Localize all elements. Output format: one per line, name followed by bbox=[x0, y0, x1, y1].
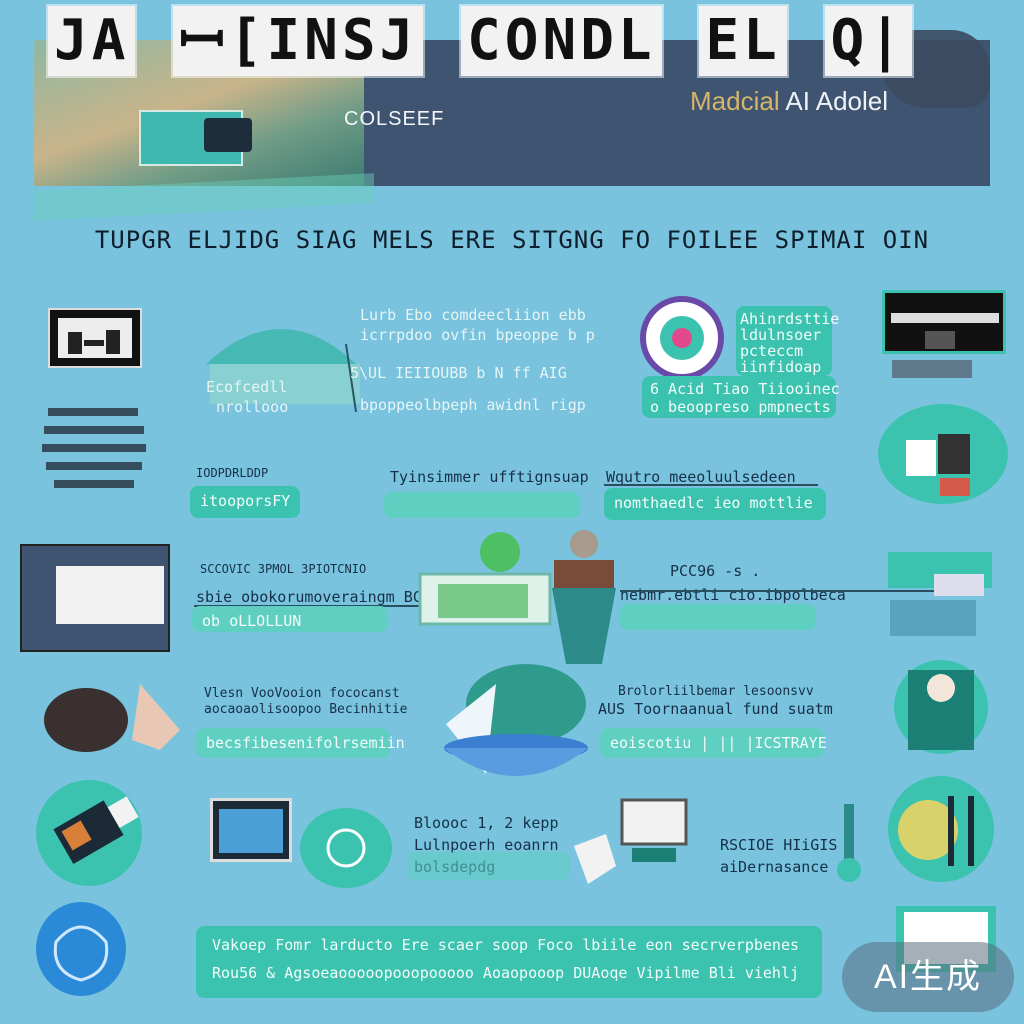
row4-left-line2: aocaoaolisoopoo Becinhitie bbox=[204, 702, 408, 717]
footer-pill bbox=[196, 926, 822, 998]
block1-line1: Lurb Ebo comdeecliion ebb bbox=[360, 306, 586, 324]
tent-illustration bbox=[196, 294, 366, 414]
row4-right-line2: AUS Toornaanual fund suatm bbox=[598, 700, 833, 718]
block2-pill bbox=[736, 306, 832, 376]
row2-right-line: Wqutro meeoluulsedeen bbox=[606, 468, 796, 486]
banner-subtitle: COLSEEF bbox=[344, 108, 445, 130]
banner-title-part: JA bbox=[48, 6, 136, 76]
device-base bbox=[892, 360, 972, 378]
footer-line2: Rou56 & Agsoeaooooopooopooooo Aoaopooop … bbox=[212, 964, 799, 982]
banner-right-rest: AI Adolel bbox=[779, 86, 889, 116]
row3-rule-right bbox=[620, 590, 980, 592]
block2-line2: ldulnsoer bbox=[740, 326, 822, 344]
leaf-ornament-icon bbox=[888, 776, 994, 882]
block2-bottom-line2: o beoopreso pmpnects bbox=[650, 398, 831, 416]
row5-mid-pill bbox=[408, 852, 570, 880]
device-panel-icon bbox=[882, 290, 1006, 354]
gears-icon bbox=[300, 808, 392, 888]
screen-monitor-icon bbox=[20, 544, 170, 652]
block2-line1: Ahinrdsttie bbox=[740, 310, 840, 328]
banner-title-part: Q| bbox=[824, 6, 912, 76]
banner-right-text: Madcial AI Adolel bbox=[690, 86, 888, 117]
block2-bottom-pill bbox=[642, 376, 836, 418]
block2-bottom-line1: 6 Acid Tiao Tiiooinec bbox=[650, 380, 840, 398]
block1-left-label2: nrollooo bbox=[216, 398, 289, 416]
block2-line4: iinfidoap bbox=[740, 358, 822, 376]
row2-left-pill: itooporsFY bbox=[190, 486, 300, 518]
banner-title-part: ꟷ[INSJ bbox=[173, 6, 424, 76]
server-rack-icon bbox=[888, 552, 992, 638]
usb-drive-icon bbox=[36, 780, 142, 886]
row3-left-line: sbie obokorumoveraingm BC bbox=[196, 588, 422, 606]
badge-icon bbox=[640, 296, 724, 380]
row2-left-small: IODPDRLDDP bbox=[196, 466, 269, 480]
bag-image bbox=[204, 118, 252, 152]
block1-left-label1: Ecofcedll bbox=[206, 378, 288, 396]
row5-mid-line1: Bloooc 1, 2 kepp bbox=[414, 814, 559, 832]
person-figure bbox=[548, 524, 620, 674]
banner-title-part: CONDL bbox=[461, 6, 662, 76]
computer-icon bbox=[612, 794, 696, 870]
row3-left-small: SCCOVIC 3PMOL 3PIOTCNIO bbox=[200, 562, 367, 576]
row2-right-pill: nomthaedlc ieo mottlie bbox=[604, 488, 826, 520]
row2-rule bbox=[604, 484, 818, 486]
tools-icon bbox=[822, 794, 878, 890]
brain-network-icon bbox=[36, 902, 126, 996]
window-screen-icon bbox=[210, 798, 292, 862]
block1-line2: icrrpdoo ovfin bpeoppe b p bbox=[360, 326, 595, 344]
film-frame-icon bbox=[48, 308, 142, 368]
block1-line4: bpoppeolbpeph awidnl rigp bbox=[360, 396, 586, 414]
row4-left-pill: becsfibesenifolrsemiin bbox=[196, 728, 405, 758]
subheading: TUPGR ELJIDG SIAG MELS ERE SITGNG FO FOI… bbox=[94, 226, 930, 254]
water-bowl-illustration bbox=[416, 664, 590, 796]
circuit-board-icon bbox=[878, 404, 1008, 504]
row2-mid-line: Tyinsimmer ufftignsuap bbox=[390, 468, 589, 486]
banner-title: JA ꟷ[INSJ CONDL EL Q| bbox=[48, 6, 968, 76]
person-portrait-icon bbox=[894, 660, 988, 754]
hand-pointer-icon bbox=[566, 826, 622, 888]
row3-right-line: nebmr.ebtli cio.ibpolbeca bbox=[620, 586, 846, 604]
block1-line3: 5\UL IEIIOUBB b N ff AIG bbox=[350, 364, 567, 382]
watermark-badge: AI生成 bbox=[842, 942, 1014, 1012]
planter-box-illustration bbox=[410, 530, 560, 640]
row2-mid-pill bbox=[384, 492, 580, 518]
row3-left-pill: ob oLLOLLUN bbox=[192, 606, 388, 632]
block2-line3: pcteccm bbox=[740, 342, 804, 360]
row4-right-line1: Brolorliilbemar lesoonsvv bbox=[618, 684, 814, 699]
row5-right-line1: RSCIOE HIiGIS bbox=[720, 836, 838, 854]
grid-pattern-icon bbox=[40, 398, 148, 502]
row5-right-line2: aiDernasance bbox=[720, 858, 829, 876]
row3-right-pill bbox=[620, 604, 816, 630]
banner-right-accent: Madcial bbox=[690, 86, 780, 116]
row4-right-pill: eoiscotiu | || |ICSTRAYE bbox=[600, 728, 827, 758]
footer-line1: Vakoep Fomr larducto Ere scaer soop Foco… bbox=[212, 936, 799, 954]
row3-right-small: PCC96 -s . bbox=[670, 562, 761, 580]
scarf-hat-illustration bbox=[40, 670, 190, 766]
banner-title-part: EL bbox=[699, 6, 787, 76]
row4-left-line1: Vlesn VooVooion fococanst bbox=[204, 686, 400, 701]
row5-mid-line2: Lulnpoerh eoanrn bbox=[414, 836, 559, 854]
